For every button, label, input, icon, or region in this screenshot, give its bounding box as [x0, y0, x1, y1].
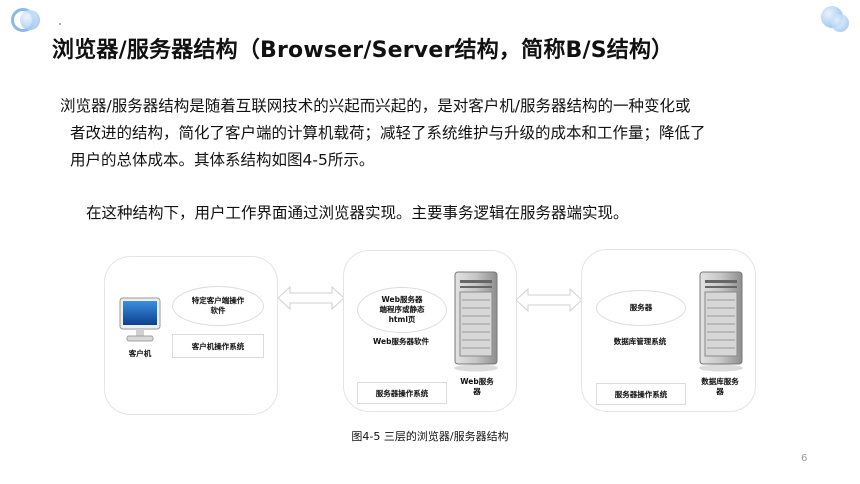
monitor-icon — [119, 297, 161, 342]
web-program-ellipse: Web服务器 端程序或静态 html页 — [357, 287, 447, 333]
web-software-label: Web服务器软件 — [373, 337, 429, 346]
figure-caption: 图4-5 三层的浏览器/服务器结构 — [351, 430, 509, 443]
server-tower-icon — [454, 271, 498, 372]
dot-decoration — [59, 23, 61, 25]
client-os-box: 客户机操作系统 — [172, 334, 264, 358]
web-machine-label: Web服务 器 — [460, 377, 494, 396]
double-arrow-icon — [516, 288, 582, 312]
db-os-label: 服务器操作系统 — [614, 389, 668, 399]
page-number: 6 — [801, 453, 808, 464]
web-program-label: Web服务器 端程序或静态 html页 — [379, 295, 425, 324]
double-arrow-icon — [278, 286, 344, 310]
db-server-label: 服务器 — [629, 303, 653, 312]
page-title: 浏览器/服务器结构（Browser/Server结构，简称B/S结构） — [52, 38, 674, 63]
detail-paragraph: 在这种结构下，用户工作界面通过浏览器实现。主要事务逻辑在服务器端实现。 — [86, 204, 629, 222]
intro-paragraph: 浏览器/服务器结构是随着互联网技术的兴起而兴起的，是对客户机/服务器结构的一种变… — [60, 93, 820, 174]
paragraph-line: 用户的总体成本。其体系结构如图4-5所示。 — [70, 151, 375, 169]
paragraph-line: 者改进的结构，简化了客户端的计算机载荷；减轻了系统维护与升级的成本和工作量；降低… — [70, 124, 706, 142]
bubble-decoration — [831, 14, 849, 32]
client-software-ellipse: 特定客户端操作 软件 — [172, 286, 264, 326]
client-software-label: 特定客户端操作 软件 — [191, 296, 245, 315]
server-tower-icon — [699, 271, 743, 372]
dbms-label: 数据库管理系统 — [613, 337, 667, 346]
paragraph-line: 浏览器/服务器结构是随着互联网技术的兴起而兴起的，是对客户机/服务器结构的一种变… — [60, 97, 691, 115]
web-os-box: 服务器操作系统 — [357, 382, 447, 404]
client-os-label: 客户机操作系统 — [191, 341, 245, 351]
web-os-label: 服务器操作系统 — [375, 388, 429, 398]
db-os-box: 服务器操作系统 — [596, 383, 686, 405]
client-machine-label: 客户机 — [128, 349, 152, 358]
bubble-decoration — [20, 10, 40, 30]
db-machine-label: 数据库服务 器 — [701, 377, 739, 396]
db-server-ellipse: 服务器 — [596, 290, 686, 326]
